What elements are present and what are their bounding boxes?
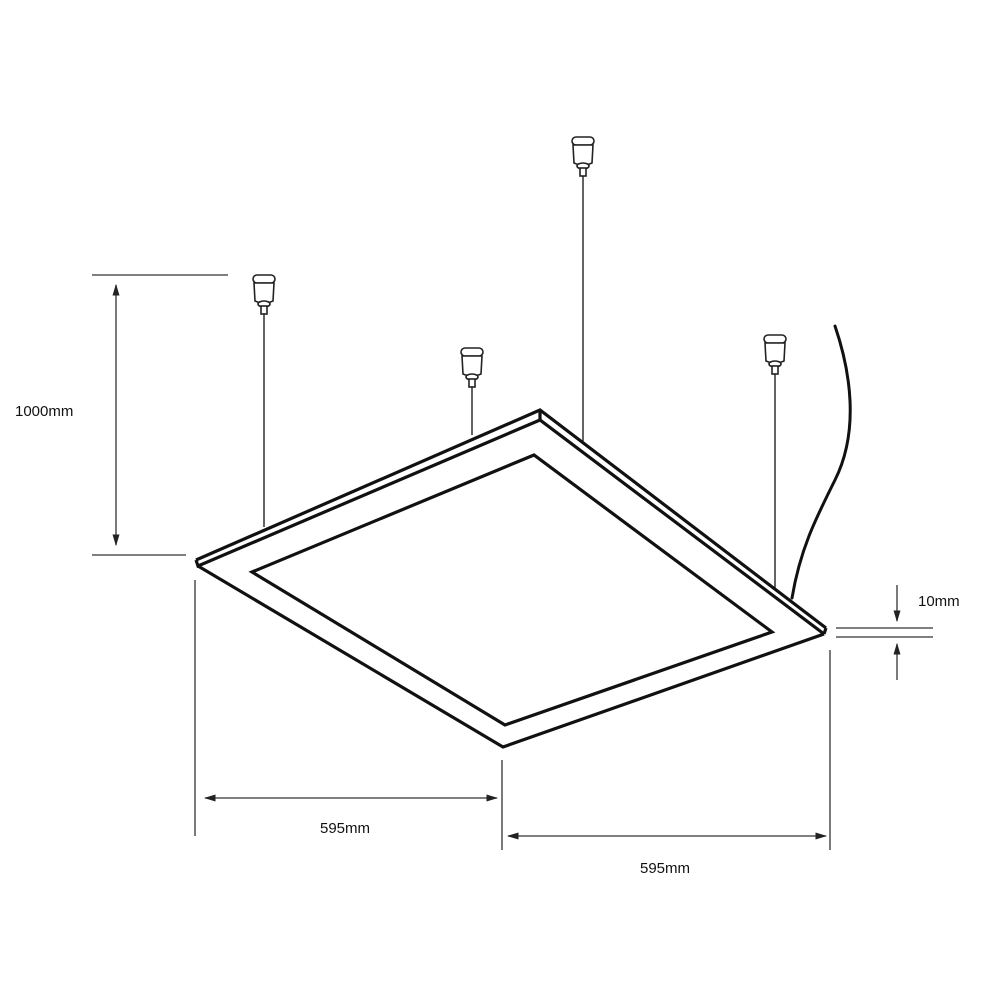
height-label: 1000mm [15,403,73,420]
width-left-label: 595mm [320,820,370,837]
thickness-label: 10mm [918,593,960,610]
width-dimension-left: 595mm [194,580,503,850]
ceiling-mount-icon [763,334,787,375]
height-dimension: 1000mm [15,274,228,556]
width-dimension-right: 595mm [506,650,831,877]
thickness-dimension: 10mm [836,585,960,680]
ceiling-mount-icon [571,136,595,177]
power-cable [790,324,852,600]
ceiling-mount-icon [252,274,276,315]
width-right-label: 595mm [640,860,690,877]
led-panel [194,408,828,749]
ceiling-mount-icon [460,347,484,388]
